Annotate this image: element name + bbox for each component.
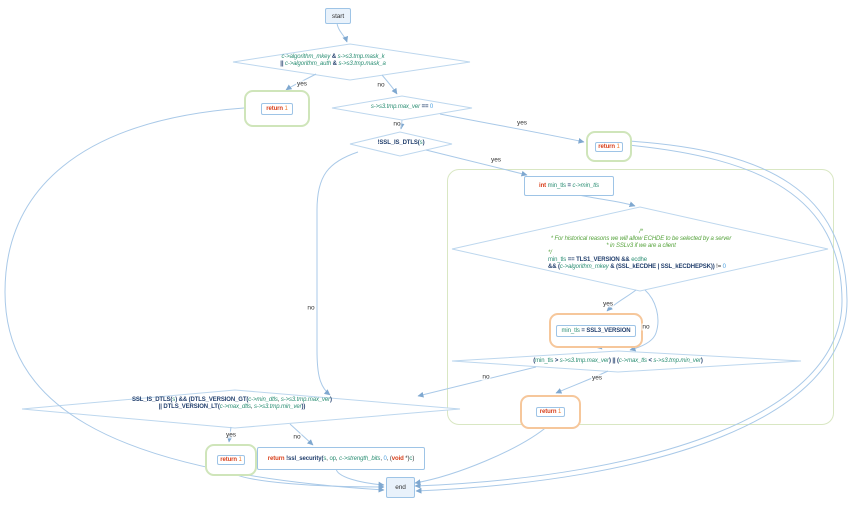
process-ssl-security-label: return !ssl_security(s, op, c->strength_…: [267, 455, 415, 462]
return-1-top-right-label: return 1: [595, 141, 623, 152]
edge-rettr-end-2: [415, 140, 848, 494]
edge-label-d4-yes: yes: [601, 300, 615, 308]
edge-psec-end: [335, 467, 385, 488]
edge-d5-yes: [555, 370, 609, 394]
decision-dtls-version-range-shape[interactable]: [21, 389, 461, 429]
return-1-top-right-node[interactable]: return 1: [586, 131, 632, 162]
process-int-min-tls-node[interactable]: int min_tls = c->min_tls: [524, 176, 614, 196]
return-1-top-left-label: return 1: [261, 102, 293, 115]
process-min-tls-ssl3-node[interactable]: min_tls = SSL3_VERSION: [549, 313, 643, 348]
decision-min-tls-ecdhe-shape[interactable]: [451, 206, 829, 292]
edge-label-d6-no: no: [292, 433, 302, 441]
edge-d4-no: [629, 289, 659, 352]
edge-start-d1: [336, 21, 349, 43]
edge-d3-no: [316, 151, 359, 396]
edge-d5-no: [417, 366, 537, 398]
process-int-min-tls-label: int min_tls = c->min_tls: [539, 183, 599, 189]
edge-rettr-end: [414, 144, 843, 489]
process-ssl-security-node[interactable]: return !ssl_security(s, op, c->strength_…: [257, 447, 425, 470]
decision-not-dtls-text: !SSL_IS_DTLS(s): [377, 140, 425, 146]
edge-label-d5-yes: yes: [590, 374, 604, 382]
edge-label-d1-no: no: [376, 81, 386, 89]
edge-label-d3-yes: yes: [489, 156, 503, 164]
edge-d1-no: [381, 74, 398, 95]
decision-tls-version-range-text: (min_tls > s->s3.tmp.max_ver) || (c->max…: [533, 358, 703, 364]
edge-label-d6-yes: yes: [224, 431, 238, 439]
decision-tls-version-range-shape[interactable]: [451, 350, 802, 373]
return-1-inner-label: return 1: [535, 407, 566, 417]
return-1-bottom-label: return 1: [217, 455, 245, 465]
edge-label-d2-yes: yes: [515, 119, 529, 127]
edge-d3-yes: [425, 149, 528, 177]
edge-label-d3-no: no: [306, 304, 316, 312]
edge-d2-yes: [439, 113, 585, 144]
return-1-top-left-node[interactable]: return 1: [244, 90, 310, 127]
decision-not-dtls-shape[interactable]: [349, 131, 453, 157]
edge-label-d5-no: no: [481, 373, 491, 381]
end-node[interactable]: end: [386, 477, 415, 498]
return-1-inner-node[interactable]: return 1: [520, 395, 581, 429]
decision-cipher-mask-shape[interactable]: [232, 43, 471, 81]
decision-max-ver-zero-text: s->s3.tmp.max_ver == 0: [370, 104, 434, 110]
edge-rettl-end: [4, 107, 385, 493]
decision-min-tls-ecdhe-text: /** For historical reasons we will allow…: [548, 229, 732, 270]
process-min-tls-ssl3-label: min_tls = SSL3_VERSION: [556, 324, 636, 337]
edge-d4-yes: [606, 289, 637, 312]
edge-label-d1-yes: yes: [295, 80, 309, 88]
edge-label-d2-no: no: [392, 120, 402, 128]
edge-retin-end: [414, 424, 550, 485]
return-1-bottom-node[interactable]: return 1: [205, 444, 257, 476]
decision-cipher-mask-text: c->algorithm_mkey & s->s3.tmp.mask_k|| c…: [280, 54, 386, 67]
edge-label-d4-no: no: [641, 323, 651, 331]
start-node[interactable]: start: [325, 8, 351, 24]
decision-dtls-version-range-text: SSL_IS_DTLS(s) && (DTLS_VERSION_GT(c->mi…: [132, 397, 332, 410]
decision-max-ver-zero-shape[interactable]: [331, 95, 473, 121]
